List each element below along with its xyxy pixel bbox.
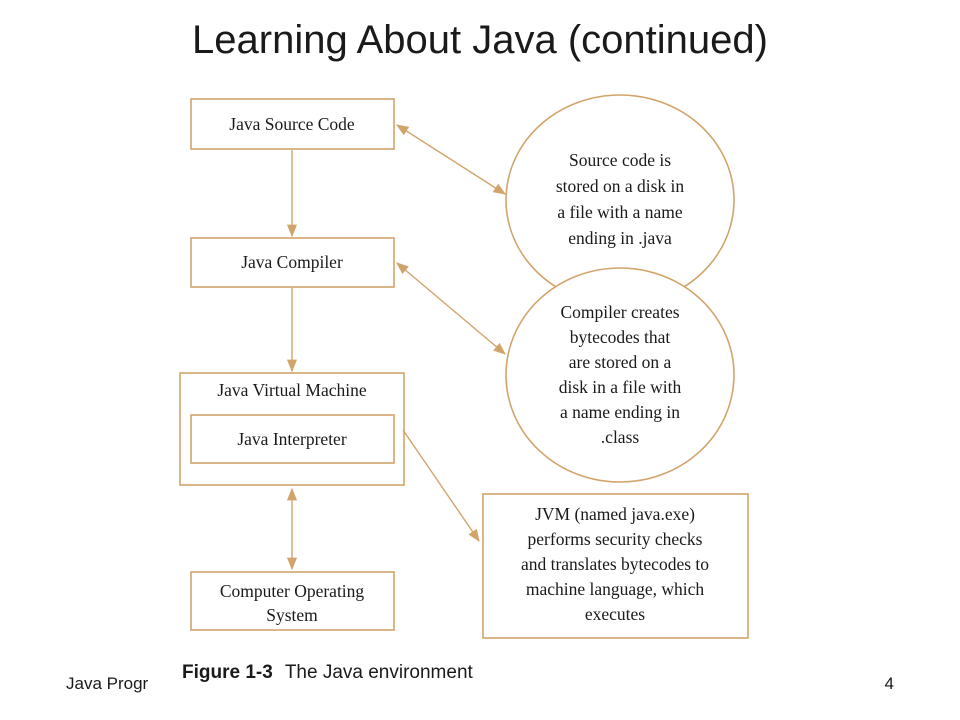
figure-caption: Figure 1-3 The Java environment	[178, 655, 522, 691]
jvm-note-line: executes	[585, 604, 645, 624]
compiler-note-line: are stored on a	[569, 352, 672, 372]
operating-system-label-line2: System	[266, 605, 318, 625]
source-note-connector-arrow	[395, 124, 507, 195]
compiler-note-circle	[505, 267, 735, 483]
source-note-line: Source code is	[569, 150, 671, 170]
compiler-note-line: a name ending in	[560, 402, 680, 422]
slide-number: 4	[884, 674, 894, 693]
compiler-note-line: disk in a file with	[559, 377, 682, 397]
jvm-note-line: JVM (named java.exe)	[535, 504, 695, 524]
interpreter-box	[190, 414, 395, 464]
jvm-note-box	[482, 493, 749, 639]
compiler-note-connector-arrow	[396, 262, 506, 355]
jvm-note-connector-arrow	[402, 429, 480, 543]
jvm-note-line: machine language, which	[526, 579, 705, 599]
compiler-note-line: .class	[601, 427, 640, 447]
interpreter-label: Java Interpreter	[237, 429, 346, 449]
jvm-note-text: JVM (named java.exe) performs security c…	[521, 504, 709, 624]
compiler-note-line: Compiler creates	[560, 302, 679, 322]
operating-system-box	[190, 571, 395, 631]
operating-system-label-line1: Computer Operating	[220, 581, 365, 601]
source-note-line: a file with a name	[557, 202, 683, 222]
source-note-line: ending in .java	[568, 228, 672, 248]
compiler-note-line: bytecodes that	[570, 327, 671, 347]
source-code-label: Java Source Code	[229, 114, 355, 134]
compiler-note-text: Compiler creates bytecodes that are stor…	[559, 302, 682, 447]
source-note-line: stored on a disk in	[556, 176, 685, 196]
jvm-label: Java Virtual Machine	[217, 380, 367, 400]
jvm-note-line: and translates bytecodes to	[521, 554, 709, 574]
figure-caption-text: The Java environment	[284, 662, 473, 683]
source-code-box	[190, 98, 395, 150]
source-note-text: Source code is stored on a disk in a fil…	[556, 150, 685, 248]
slide-title: Learning About Java (continued)	[192, 18, 768, 62]
jvm-note-line: performs security checks	[528, 529, 703, 549]
figure-number: Figure 1-3	[182, 662, 273, 683]
compiler-label: Java Compiler	[241, 252, 343, 272]
footer-text: Java Programming	[66, 674, 148, 693]
compiler-box	[190, 237, 395, 288]
